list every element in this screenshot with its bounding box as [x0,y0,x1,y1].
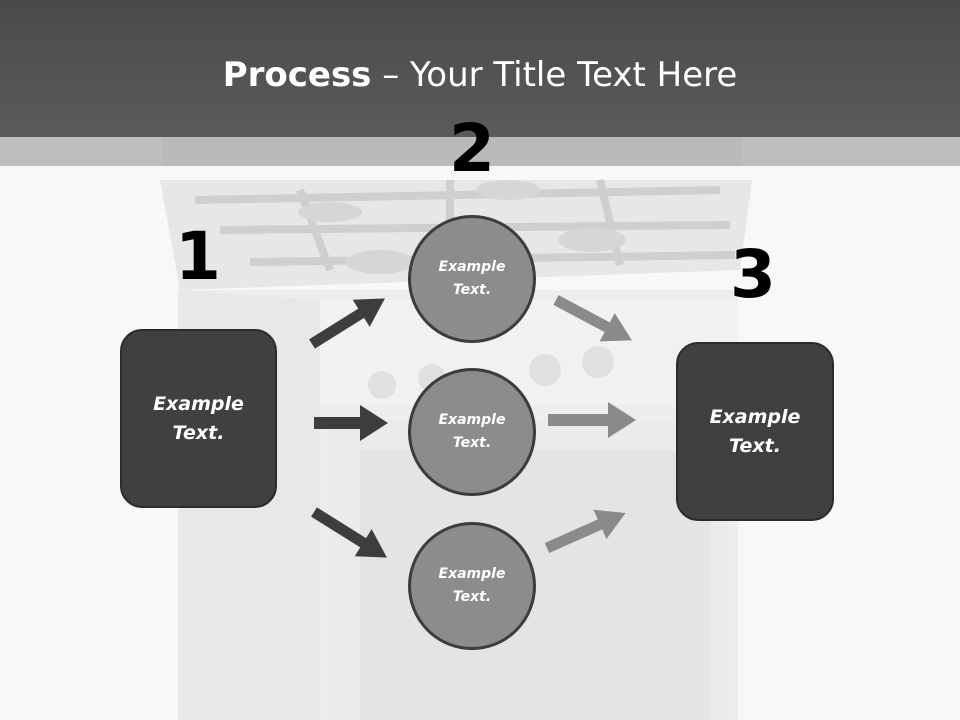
step-number-1: 1 [175,218,221,295]
arrow-left-to-top [309,298,385,349]
arrow-left-to-bottom [311,507,387,558]
arrow-left-to-middle [314,405,388,441]
arrow-bottom-to-right [544,509,626,554]
process-circle-top-text: Example Text. [438,259,506,298]
process-circle-bottom: Example Text. [408,522,536,650]
process-box-right: Example Text. [676,342,834,521]
header-bar [0,0,960,137]
process-circle-top: Example Text. [408,215,536,343]
process-circle-middle: Example Text. [408,368,536,496]
step-number-2: 2 [449,110,495,187]
arrow-top-to-right [553,295,632,342]
process-circle-middle-text: Example Text. [438,412,506,451]
header-band [0,137,960,166]
process-box-right-text: Example Text. [709,405,801,457]
title-bold: Process [222,55,372,95]
step-number-3: 3 [730,236,776,313]
slide-title: Process – Your Title Text Here [0,52,960,98]
process-circle-bottom-text: Example Text. [438,566,506,605]
process-box-left: Example Text. [120,329,277,508]
process-box-left-text: Example Text. [153,392,244,444]
title-rest: – Your Title Text Here [371,55,738,95]
arrow-middle-to-right [548,402,636,438]
